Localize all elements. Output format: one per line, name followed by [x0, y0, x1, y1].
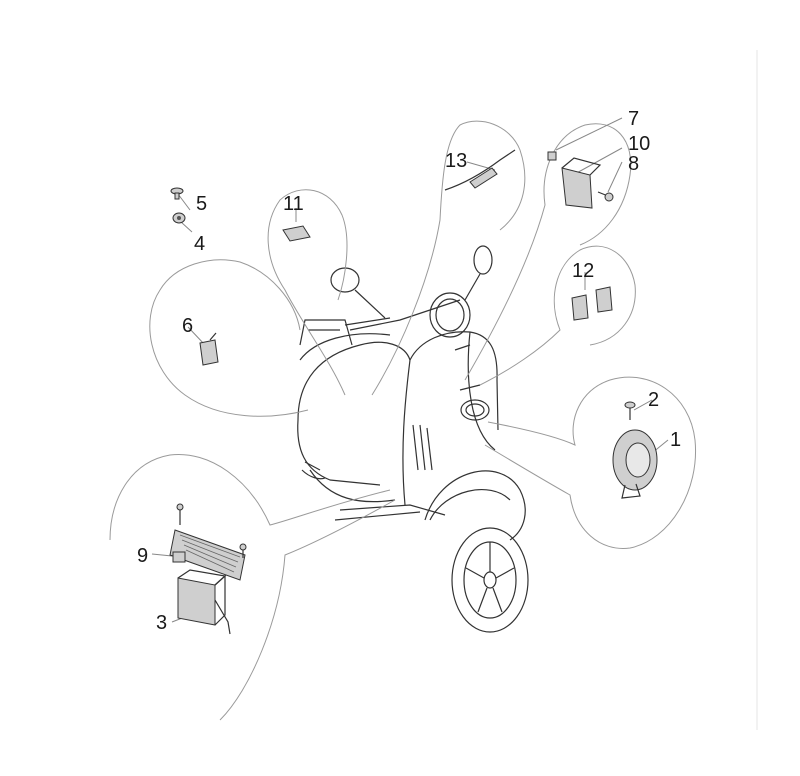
- part-relay-assembly: [547, 151, 614, 209]
- callout-4: 4: [194, 233, 205, 255]
- part-1-horn: [612, 429, 658, 499]
- part-12-relays: [571, 286, 613, 321]
- callout-13: 13: [445, 150, 467, 172]
- part-13-cable: [444, 149, 516, 191]
- callout-10: 10: [628, 133, 650, 155]
- callout-2: 2: [648, 389, 659, 411]
- callout-11: 11: [283, 193, 304, 215]
- bubble-13: [371, 120, 526, 396]
- callout-5: 5: [196, 193, 207, 215]
- bubble-relay: [464, 123, 632, 381]
- callout-3: 3: [156, 612, 167, 634]
- callout-1: 1: [670, 429, 681, 451]
- part-2-bolt: [624, 401, 636, 420]
- bubble-battery: [109, 453, 396, 721]
- part-9-clip: [172, 551, 186, 563]
- bubble-horn: [484, 376, 697, 549]
- callout-12: 12: [572, 260, 594, 282]
- callout-7: 7: [628, 108, 639, 130]
- bubble-left: [149, 259, 309, 417]
- part-6-relay: [199, 332, 219, 366]
- part-11-fuse: [282, 225, 311, 242]
- part-3-battery: [177, 569, 231, 635]
- part-battery-tray: [169, 503, 247, 581]
- part-4-nut: [172, 212, 186, 224]
- scooter-outline: [297, 245, 529, 633]
- part-5-screw: [170, 187, 184, 200]
- callout-6: 6: [182, 315, 193, 337]
- bubble-11: [267, 189, 348, 396]
- callout-9: 9: [137, 545, 148, 567]
- bubble-12: [479, 245, 636, 386]
- callout-8: 8: [628, 153, 639, 175]
